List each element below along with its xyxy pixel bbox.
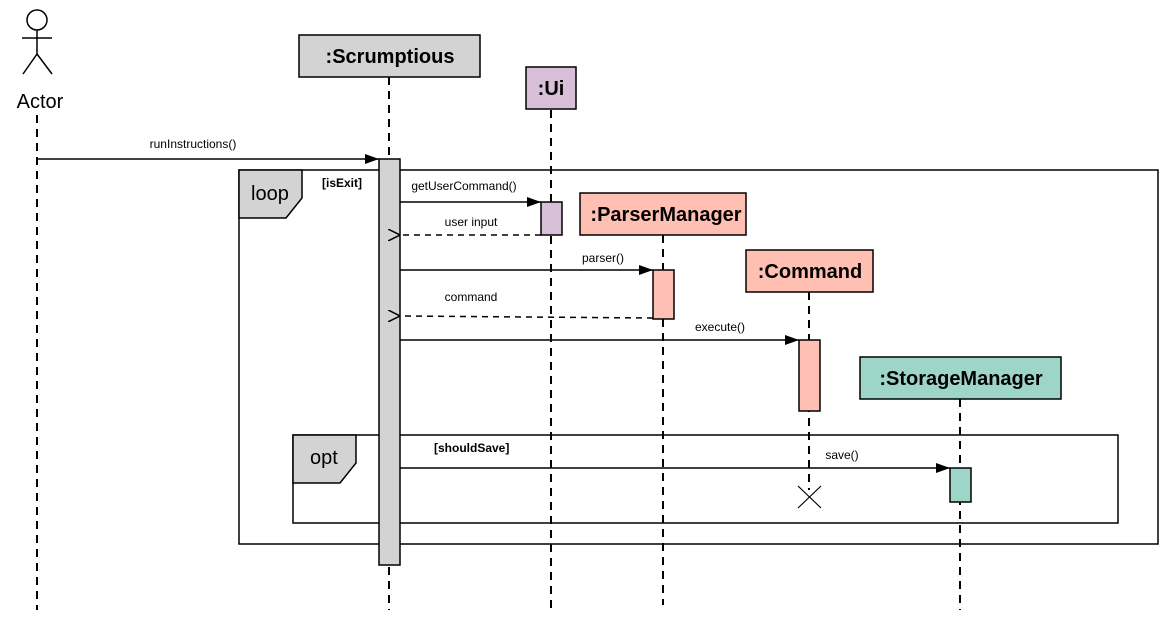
command-label: :Command <box>758 261 862 283</box>
storage-manager-head <box>859 356 1062 400</box>
loop-guard: [isExit] <box>322 176 362 190</box>
command-destroy-icon <box>797 485 822 509</box>
loop-operator: loop <box>251 183 289 205</box>
command-return-label: command <box>445 290 498 304</box>
opt-guard: [shouldSave] <box>434 441 509 455</box>
parser-manager-label: :ParserManager <box>590 204 741 226</box>
actor-figure <box>22 9 53 75</box>
get-user-command-label: getUserCommand() <box>411 179 516 193</box>
command-head <box>745 249 874 293</box>
user-input-label: user input <box>445 215 498 229</box>
loop-tag <box>238 169 303 219</box>
save-label: save() <box>825 448 858 462</box>
opt-tag <box>292 434 357 484</box>
scrumptious-label: :Scrumptious <box>326 46 455 68</box>
command-activation <box>798 339 821 412</box>
ui-head <box>525 66 577 110</box>
execute-label: execute() <box>695 320 745 334</box>
scrumptious-activation <box>378 158 401 566</box>
command-return-arrow <box>400 316 654 318</box>
loop-frame <box>238 169 1159 545</box>
run-instructions-label: runInstructions() <box>150 137 237 151</box>
opt-frame <box>292 434 1119 524</box>
storage-manager-activation <box>949 467 972 503</box>
actor-label: Actor <box>17 91 64 113</box>
ui-label: :Ui <box>538 78 565 100</box>
opt-operator: opt <box>310 447 338 469</box>
parser-manager-head <box>579 192 747 236</box>
ui-activation <box>540 201 563 236</box>
storage-manager-label: :StorageManager <box>879 368 1043 390</box>
parser-label: parser() <box>582 251 624 265</box>
parser-manager-activation <box>652 269 675 320</box>
scrumptious-head <box>298 34 481 78</box>
